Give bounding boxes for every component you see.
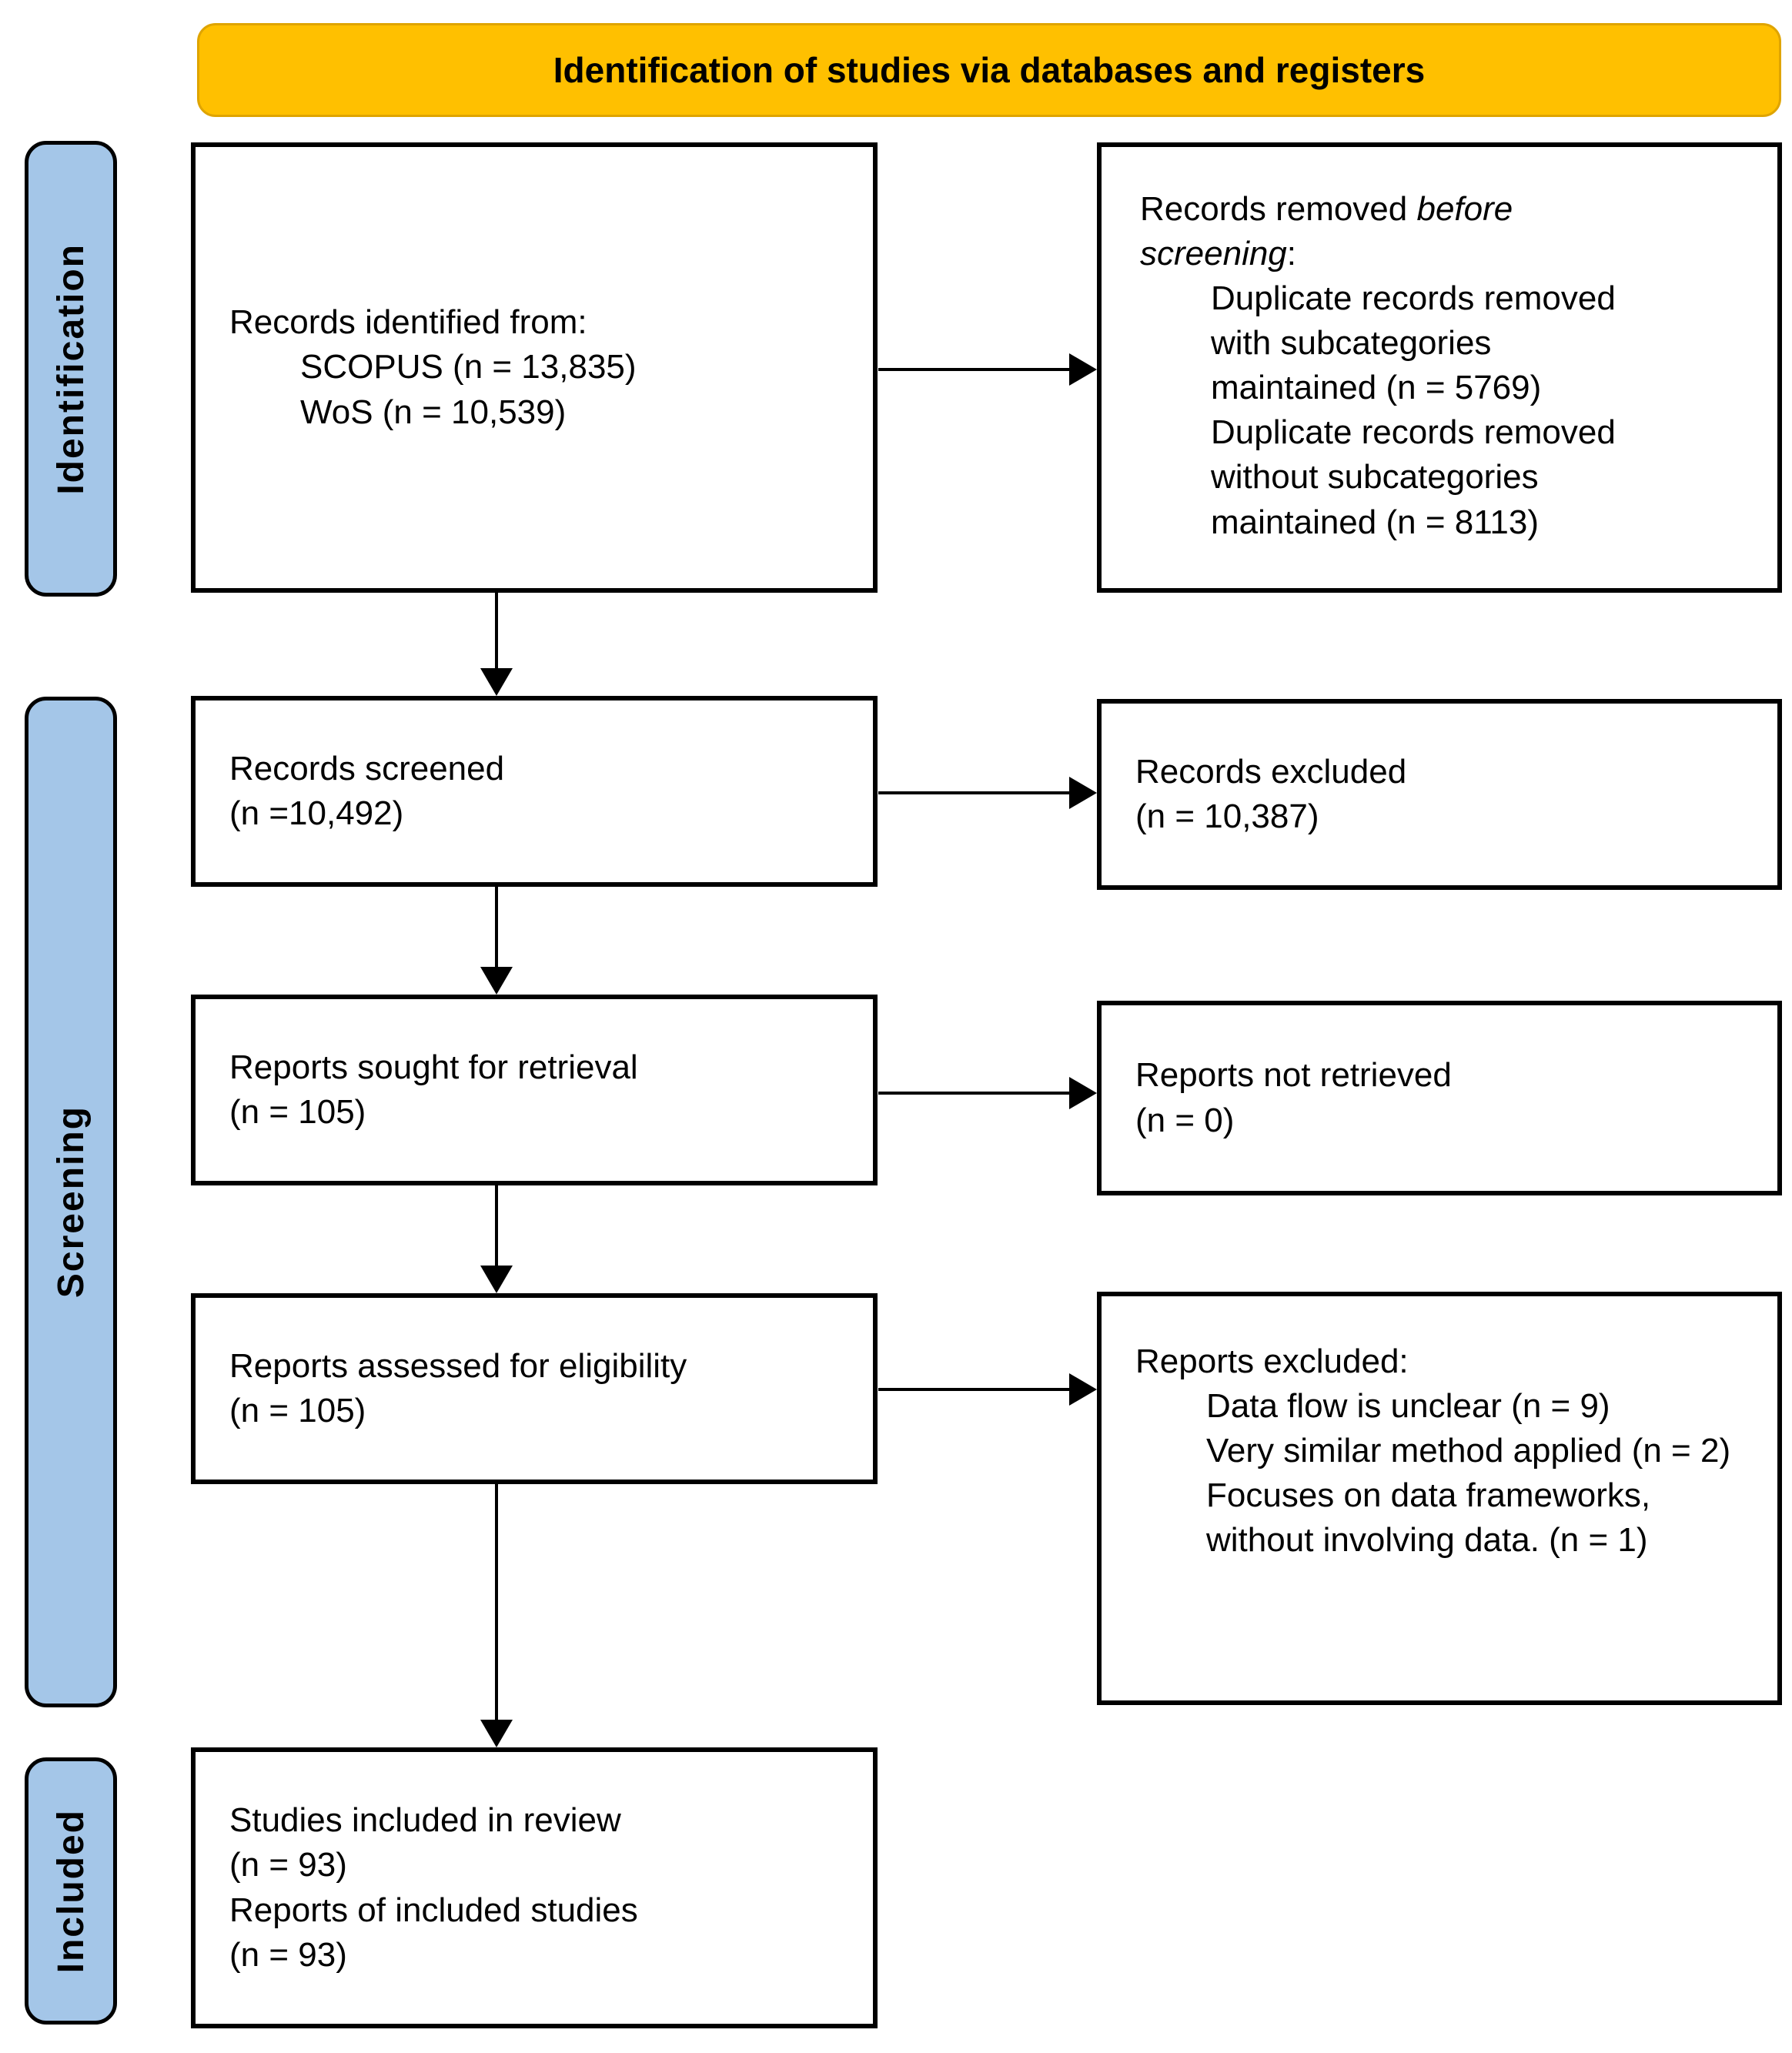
records-removed-heading-prefix: Records removed	[1140, 190, 1417, 228]
records-screened-line1: Records screened	[229, 749, 505, 787]
arrow-sought-to-assessed-head-icon	[480, 1266, 513, 1293]
reports-sought-line2: (n = 105)	[229, 1093, 366, 1131]
reports-assessed-line1: Reports assessed for eligibility	[229, 1346, 687, 1385]
records-screened-line2: (n =10,492)	[229, 794, 404, 832]
arrow-screened-to-sought-head-icon	[480, 967, 513, 995]
reports-not-retrieved-line1: Reports not retrieved	[1135, 1056, 1452, 1095]
arrow-identified-to-screened-stem	[495, 593, 498, 668]
arrow-assessed-to-included-stem	[495, 1484, 498, 1720]
studies-included-line2: (n = 93)	[229, 1846, 347, 1884]
box-reports-excluded: Reports excluded: Data flow is unclear (…	[1097, 1292, 1782, 1705]
reports-excluded-item-unclear: Data flow is unclear (n = 9)	[1206, 1387, 1610, 1426]
records-removed-heading-italic: before screening	[1140, 190, 1513, 273]
records-removed-heading: Records removed before screening:	[1140, 187, 1617, 276]
arrow-screened-to-excluded-head-icon	[1069, 777, 1097, 809]
stage-label-included-text: Included	[50, 1808, 92, 1974]
stage-label-screening-text: Screening	[50, 1105, 92, 1299]
arrow-sought-to-notretrieved-stem	[878, 1092, 1069, 1095]
arrow-screened-to-excluded-stem	[878, 791, 1069, 794]
stage-label-identification-text: Identification	[50, 242, 92, 495]
arrow-identified-to-screened-head-icon	[480, 668, 513, 696]
records-identified-intro: Records identified from:	[229, 303, 587, 342]
box-reports-sought: Reports sought for retrieval (n = 105)	[191, 995, 878, 1185]
arrow-assessed-to-reportsexcluded-stem	[878, 1388, 1069, 1391]
studies-included-line1: Studies included in review	[229, 1801, 621, 1840]
reports-assessed-line2: (n = 105)	[229, 1392, 366, 1429]
arrow-assessed-to-included-head-icon	[480, 1720, 513, 1747]
box-records-screened: Records screened (n =10,492)	[191, 696, 878, 887]
records-excluded-line1: Records excluded	[1135, 752, 1407, 791]
studies-included-line3: Reports of included studies	[229, 1891, 638, 1929]
arrow-screened-to-sought-stem	[495, 887, 498, 967]
box-studies-included: Studies included in review (n = 93) Repo…	[191, 1747, 878, 2028]
records-removed-item-without-subcategories: Duplicate records removed without subcat…	[1211, 413, 1616, 541]
reports-excluded-item-similar-method: Very similar method applied (n = 2)	[1206, 1432, 1731, 1470]
diagram-title-banner: Identification of studies via databases …	[197, 23, 1781, 117]
records-excluded-line2: (n = 10,387)	[1135, 797, 1319, 835]
reports-sought-line1: Reports sought for retrieval	[229, 1048, 638, 1086]
reports-excluded-title: Reports excluded:	[1135, 1342, 1409, 1380]
reports-not-retrieved-line2: (n = 0)	[1135, 1101, 1235, 1139]
records-identified-item-scopus: SCOPUS (n = 13,835)	[300, 348, 637, 386]
box-reports-not-retrieved: Reports not retrieved (n = 0)	[1097, 1001, 1782, 1195]
records-identified-item-wos: WoS (n = 10,539)	[300, 393, 567, 431]
arrow-sought-to-notretrieved-head-icon	[1069, 1077, 1097, 1109]
arrow-sought-to-assessed-stem	[495, 1185, 498, 1266]
records-removed-item-with-subcategories: Duplicate records removed with subcatego…	[1211, 279, 1616, 407]
studies-included-line4: (n = 93)	[229, 1935, 347, 1974]
reports-excluded-item-frameworks: Focuses on data frameworks, without invo…	[1206, 1476, 1651, 1560]
arrow-assessed-to-reportsexcluded-head-icon	[1069, 1373, 1097, 1406]
arrow-identified-to-removed-head-icon	[1069, 353, 1097, 386]
box-reports-assessed: Reports assessed for eligibility (n = 10…	[191, 1293, 878, 1484]
stage-label-included: Included	[25, 1757, 117, 2025]
diagram-title: Identification of studies via databases …	[553, 50, 1426, 90]
box-records-excluded: Records excluded (n = 10,387)	[1097, 699, 1782, 890]
box-records-removed-before-screening: Records removed before screening: Duplic…	[1097, 142, 1782, 593]
arrow-identified-to-removed-stem	[878, 368, 1069, 371]
stage-label-identification: Identification	[25, 141, 117, 597]
box-records-identified: Records identified from: SCOPUS (n = 13,…	[191, 142, 878, 593]
stage-label-screening: Screening	[25, 697, 117, 1707]
records-removed-heading-suffix: :	[1286, 235, 1297, 273]
